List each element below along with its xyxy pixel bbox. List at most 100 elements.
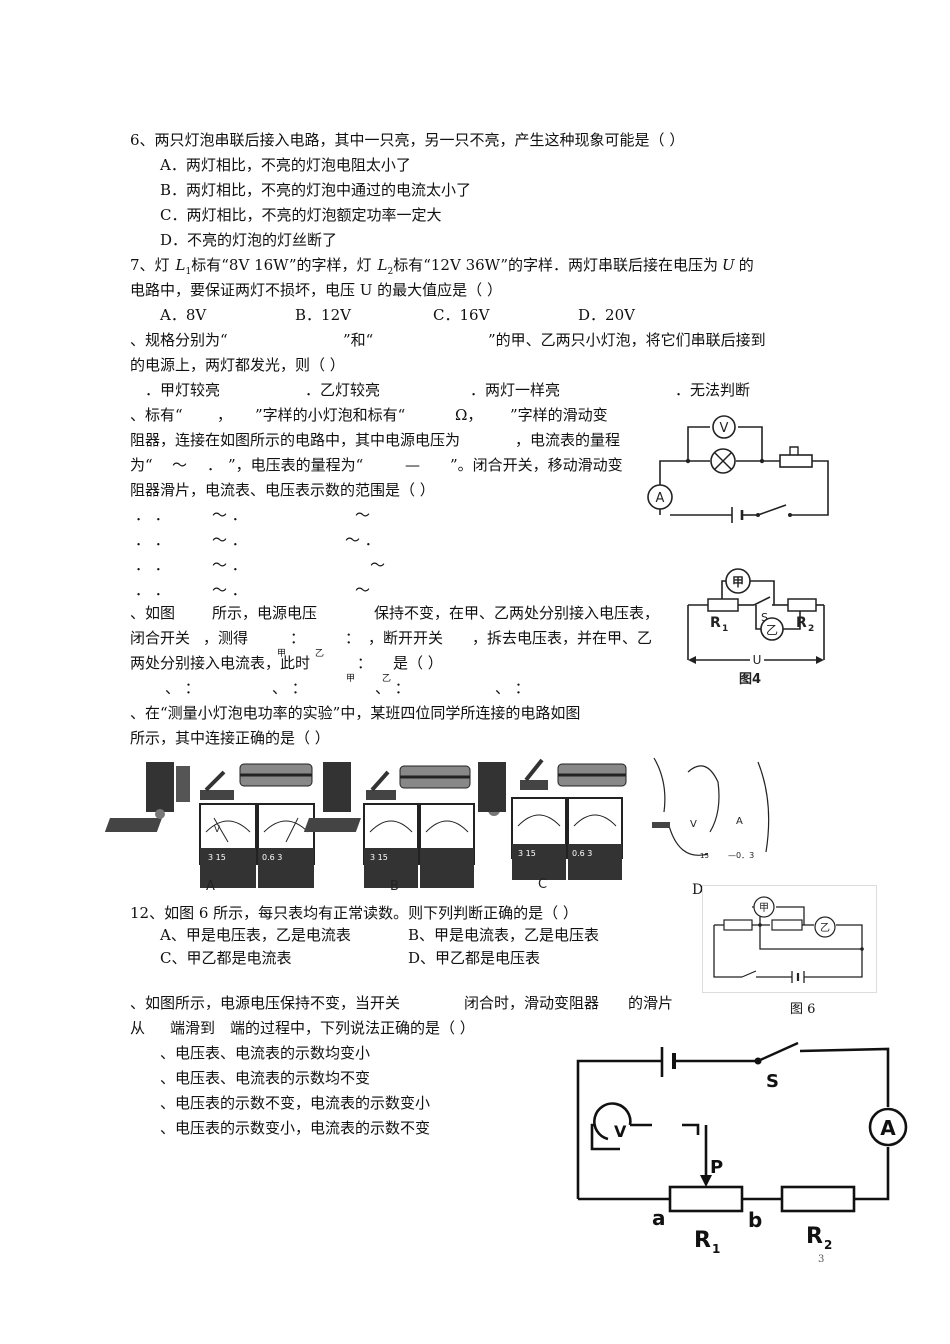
q12-switch [741, 970, 757, 978]
q10-line2-f: ，拆去电压表，并在甲、乙 [472, 629, 653, 647]
q10-r2-sub: 2 [808, 624, 814, 634]
q10-line2-b: ，测得 [203, 629, 249, 647]
q9-line3-a: 为“ [130, 456, 153, 474]
q11-setup-c: 3 15 0.6 3 C [478, 758, 627, 892]
q9-option-b-2: ～ ． [212, 531, 247, 549]
q10-r1-label: R [710, 615, 721, 631]
q9-line2-b: ，电流表的量程 [515, 431, 621, 449]
q11-d-scale1: 15 [700, 852, 709, 860]
q12-jia-label: 甲 [759, 903, 769, 914]
voltmeter-symbol [712, 415, 736, 439]
q10-r2-resistor [787, 598, 817, 612]
q8-stem-part-a: 、规格分别为“ [130, 331, 228, 349]
q10-line2-a: 闭合开关 [130, 629, 191, 647]
q10-line2-c: ： [290, 629, 306, 647]
q8-option-c: ．两灯一样亮 [470, 381, 561, 399]
q10-line2-d: ： [345, 629, 361, 647]
q13-line1-b: 闭合时，滑动变阻器 [464, 994, 600, 1012]
q10-line3-a: 两处分别接入电流表，此时 [130, 654, 311, 672]
q9-line3-b: ～ [172, 456, 188, 474]
q10-line1-a: 、如图 [130, 604, 176, 622]
q9-line4: 阻器滑片，电流表、电压表示数的范围是（ ） [130, 481, 435, 499]
q11-setup-b: 3 15 B [303, 762, 500, 894]
q9-line1-d: Ω， [455, 406, 483, 424]
q10-jia-label: 甲 [732, 575, 744, 589]
q10-figure4-circuit: 甲 乙 S R 1 R 2 U 图4 [687, 568, 825, 687]
q13-r1-label: R [694, 1228, 711, 1253]
q10-sub-yi2: 乙 [382, 674, 392, 684]
q10-jia-meter [725, 568, 751, 594]
q13-line1-a: 、如图所示，电源电压保持不变，当开关 [130, 994, 401, 1012]
q12-figure-caption: 图 6 [790, 1002, 816, 1017]
q9-option-d-2: ～ ． [212, 581, 247, 599]
voltmeter-label: V [720, 421, 729, 436]
q9-option-a-1: ． ． [135, 506, 170, 524]
q6-stem: 6、两只灯泡串联后接入电路，其中一只亮，另一只不亮，产生这种现象可能是（ ） [130, 131, 685, 149]
q12-option-c: C、甲乙都是电流表 [160, 949, 292, 967]
q11-setup-a: V 3 15 0.6 3 A [104, 762, 315, 894]
q11-a-v-face: V [214, 825, 221, 835]
q10-switch [753, 596, 771, 606]
q13-r1-rheostat [668, 1185, 744, 1213]
q12-option-b: B、甲是电流表，乙是电压表 [408, 926, 600, 944]
q9-option-b-1: ． ． [135, 531, 170, 549]
q10-line2-e: ，断开开关 [368, 629, 444, 647]
q11-d-a-label: A [736, 816, 743, 827]
q10-sub-jia: 甲 [277, 649, 287, 659]
q13-s-label: S [766, 1071, 779, 1092]
q13-option-d: 、电压表的示数变小，电流表的示数不变 [160, 1119, 431, 1137]
q12-resistor-1 [723, 919, 753, 931]
q10-r2-label: R [796, 615, 807, 631]
q11-line1: 、在“测量小灯泡电功率的实验”中，某班四位同学所连接的电路如图 [130, 704, 581, 722]
q13-circuit-diagram: S A V P a b R 1 R 2 [576, 1041, 908, 1256]
q11-label-a: A [206, 879, 215, 894]
q13-voltmeter-label: V [614, 1122, 627, 1141]
q10-sub-jia2: 甲 [346, 674, 356, 684]
q12-yi-label: 乙 [820, 922, 830, 934]
q11-a-a-scale: 0.6 3 [262, 853, 282, 862]
q6-option-c: C．两灯相比，不亮的灯泡额定功率一定大 [160, 206, 442, 224]
q9-line1-e: ”字样的滑动变 [510, 406, 608, 424]
q13-r2-label: R [806, 1224, 823, 1249]
q9-option-c-2: ～ ． [212, 556, 247, 574]
q9-line1-a: 、标有“ [130, 406, 183, 424]
q12-jia-meter [753, 896, 775, 918]
q13-option-a: 、电压表、电流表的示数均变小 [160, 1044, 371, 1062]
q7-option-d: D．20V [578, 306, 635, 324]
q13-line2-b: 端滑到 [170, 1019, 216, 1037]
q11-apparatus-images: V 3 15 0.6 3 A 3 15 B 3 15 [104, 758, 627, 894]
q12-resistor-2 [771, 919, 803, 931]
q11-d-scale2: —0．3 [728, 851, 754, 860]
q8-stem-line2: 的电源上，两灯都发光，则（ ） [130, 356, 345, 374]
q10-yi-meter [760, 617, 784, 641]
q11-setup-d: V A 15 —0．3 [652, 757, 770, 860]
switch-symbol [757, 504, 787, 516]
q13-option-b: 、电压表、电流表的示数均不变 [160, 1069, 371, 1087]
q10-u-label: U [753, 653, 762, 667]
q9-option-d-3: ～ [355, 581, 371, 599]
q6-option-a: A．两灯相比，不亮的灯泡电阻太小了 [160, 156, 411, 174]
q11-a-v-scale: 3 15 [208, 853, 226, 862]
q8-option-d: ．无法判断 [675, 381, 751, 399]
q12-stem: 12、如图 6 所示，每只表均有正常读数。则下列判断正确的是（ ） [130, 904, 578, 922]
q12-figure6-circuit: 甲 乙 [702, 885, 877, 993]
q9-option-c-3: ～ [370, 556, 386, 574]
q11-b-v-scale: 3 15 [370, 853, 388, 862]
q10-r1-resistor [707, 598, 739, 612]
q6-option-b: B．两灯相比，不亮的灯泡中通过的电流太小了 [160, 181, 472, 199]
q8-stem-part-b: ”和“ [343, 331, 374, 349]
q13-p-label: P [710, 1157, 723, 1178]
q10-yi-label: 乙 [766, 623, 778, 637]
q9-option-c-1: ． ． [135, 556, 170, 574]
q13-ammeter-label: A [880, 1116, 896, 1140]
q10-line1-b: 所示，电源电压 [212, 604, 318, 622]
q10-s-label: S [761, 611, 768, 624]
q11-label-b: B [390, 879, 399, 894]
q9-line2-a: 阻器，连接在如图所示的电路中，其中电源电压为 [130, 431, 461, 449]
q10-option-b: 、 ： [272, 679, 307, 697]
q10-option-a: 、 ： [165, 679, 200, 697]
q11-line2: 所示，其中连接正确的是（ ） [130, 729, 330, 747]
q13-voltmeter [593, 1102, 632, 1141]
q7-option-c: C．16V [433, 306, 490, 324]
